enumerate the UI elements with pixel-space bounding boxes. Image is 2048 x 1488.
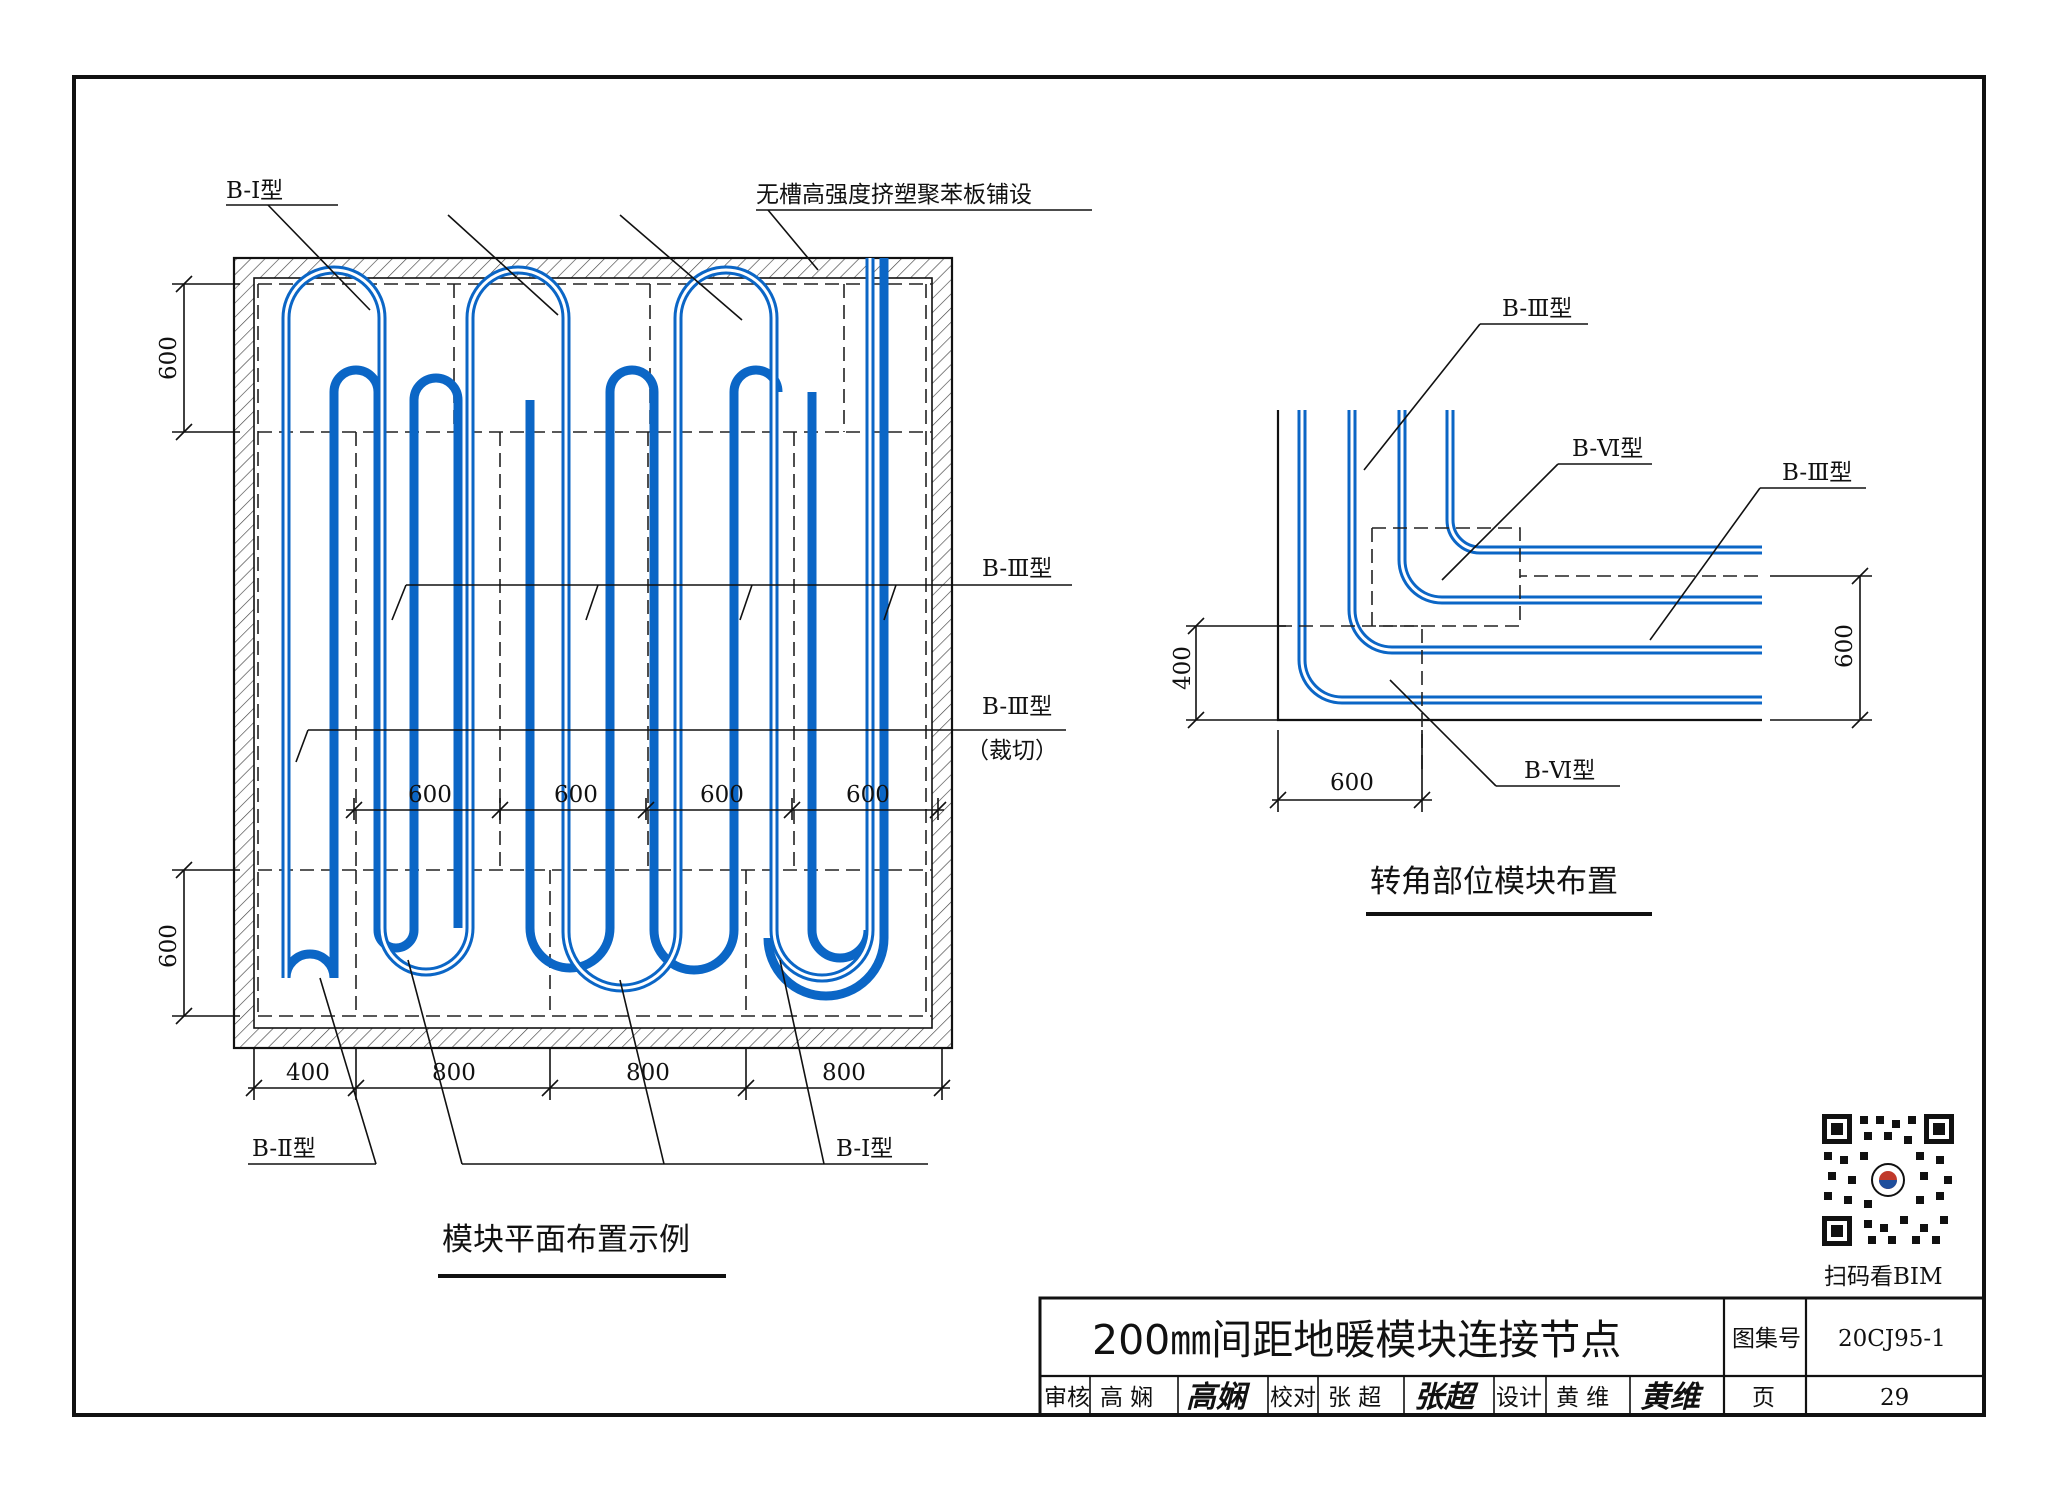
label-corner-b6-bottom: B-Ⅵ型 xyxy=(1524,758,1595,784)
label-corner-b3-right: B-Ⅲ型 xyxy=(1782,460,1852,486)
page-label: 页 xyxy=(1752,1385,1775,1411)
dim-corner-bottom: 600 xyxy=(1330,770,1374,796)
dim-bottom-2: 800 xyxy=(432,1060,476,1086)
reviewer-name: 高 娴 xyxy=(1100,1385,1153,1411)
dim-inner-3: 600 xyxy=(700,782,744,808)
heating-pipe-highlight xyxy=(284,258,872,990)
checker-name: 张 超 xyxy=(1328,1385,1381,1411)
plan-layout: B-Ⅰ型 无槽高强度挤塑聚苯板铺设 B-Ⅲ型 B-Ⅲ型 （裁切） B-Ⅱ型 B-… xyxy=(156,178,1092,1278)
dim-inner-4: 600 xyxy=(846,782,890,808)
dim-bottom-1: 400 xyxy=(286,1060,330,1086)
plan-inner-outline xyxy=(253,277,933,1029)
designer-name: 黄 维 xyxy=(1556,1385,1609,1411)
design-label: 设计 xyxy=(1496,1385,1542,1411)
designer-signature: 黄维 xyxy=(1640,1380,1704,1415)
sheet-border xyxy=(72,75,1986,1417)
label-corner-b3-top: B-Ⅲ型 xyxy=(1502,296,1572,322)
qr-code-image xyxy=(1820,1112,1956,1248)
atlas-label: 图集号 xyxy=(1732,1326,1801,1352)
corner-pipes xyxy=(1297,410,1762,705)
module-joints xyxy=(257,283,932,1017)
dim-corner-left: 400 xyxy=(1170,646,1196,690)
atlas-number: 20CJ95-1 xyxy=(1838,1326,1946,1352)
label-b1-bottom: B-Ⅰ型 xyxy=(836,1136,893,1162)
page-number: 29 xyxy=(1880,1385,1909,1411)
dim-left-bottom: 600 xyxy=(156,924,182,968)
qr-caption: 扫码看BIM xyxy=(1824,1264,1943,1290)
check-label: 校对 xyxy=(1270,1385,1316,1411)
title-block: 200㎜间距地暖模块连接节点 图集号 20CJ95-1 审核 高 娴 高娴 校对… xyxy=(1038,1296,1986,1417)
label-corner-b6-top: B-Ⅵ型 xyxy=(1572,436,1643,462)
plan-caption: 模块平面布置示例 xyxy=(442,1222,690,1258)
dim-bottom-4: 800 xyxy=(822,1060,866,1086)
plan-outline xyxy=(232,256,954,1050)
corner-leaders xyxy=(1363,323,1866,787)
corner-caption: 转角部位模块布置 xyxy=(1370,864,1618,900)
label-b1-top: B-Ⅰ型 xyxy=(226,178,283,204)
plan-dimensions xyxy=(172,275,951,1100)
checker-signature: 张超 xyxy=(1414,1380,1479,1415)
corner-joints xyxy=(1278,527,1762,770)
review-label: 审核 xyxy=(1044,1385,1090,1411)
drawing-title: 200㎜间距地暖模块连接节点 xyxy=(1092,1316,1621,1364)
label-xps-note: 无槽高强度挤塑聚苯板铺设 xyxy=(756,182,1032,208)
label-cut-note: （裁切） xyxy=(966,738,1058,764)
corner-layout: B-Ⅲ型 B-Ⅵ型 B-Ⅲ型 B-Ⅵ型 400 600 600 转角部位模块布置 xyxy=(1170,296,1872,916)
dim-left-top: 600 xyxy=(156,336,182,380)
dim-inner-1: 600 xyxy=(408,782,452,808)
dim-inner-2: 600 xyxy=(554,782,598,808)
reviewer-signature: 高娴 xyxy=(1186,1380,1251,1415)
corner-dimensions xyxy=(1186,567,1872,812)
dim-bottom-3: 800 xyxy=(626,1060,670,1086)
label-b2-bottom: B-Ⅱ型 xyxy=(252,1136,316,1162)
plan-leaders xyxy=(226,204,1092,1165)
label-b3-cut: B-Ⅲ型 xyxy=(982,694,1052,720)
dim-corner-right: 600 xyxy=(1832,624,1858,668)
label-b3-mid: B-Ⅲ型 xyxy=(982,556,1052,582)
